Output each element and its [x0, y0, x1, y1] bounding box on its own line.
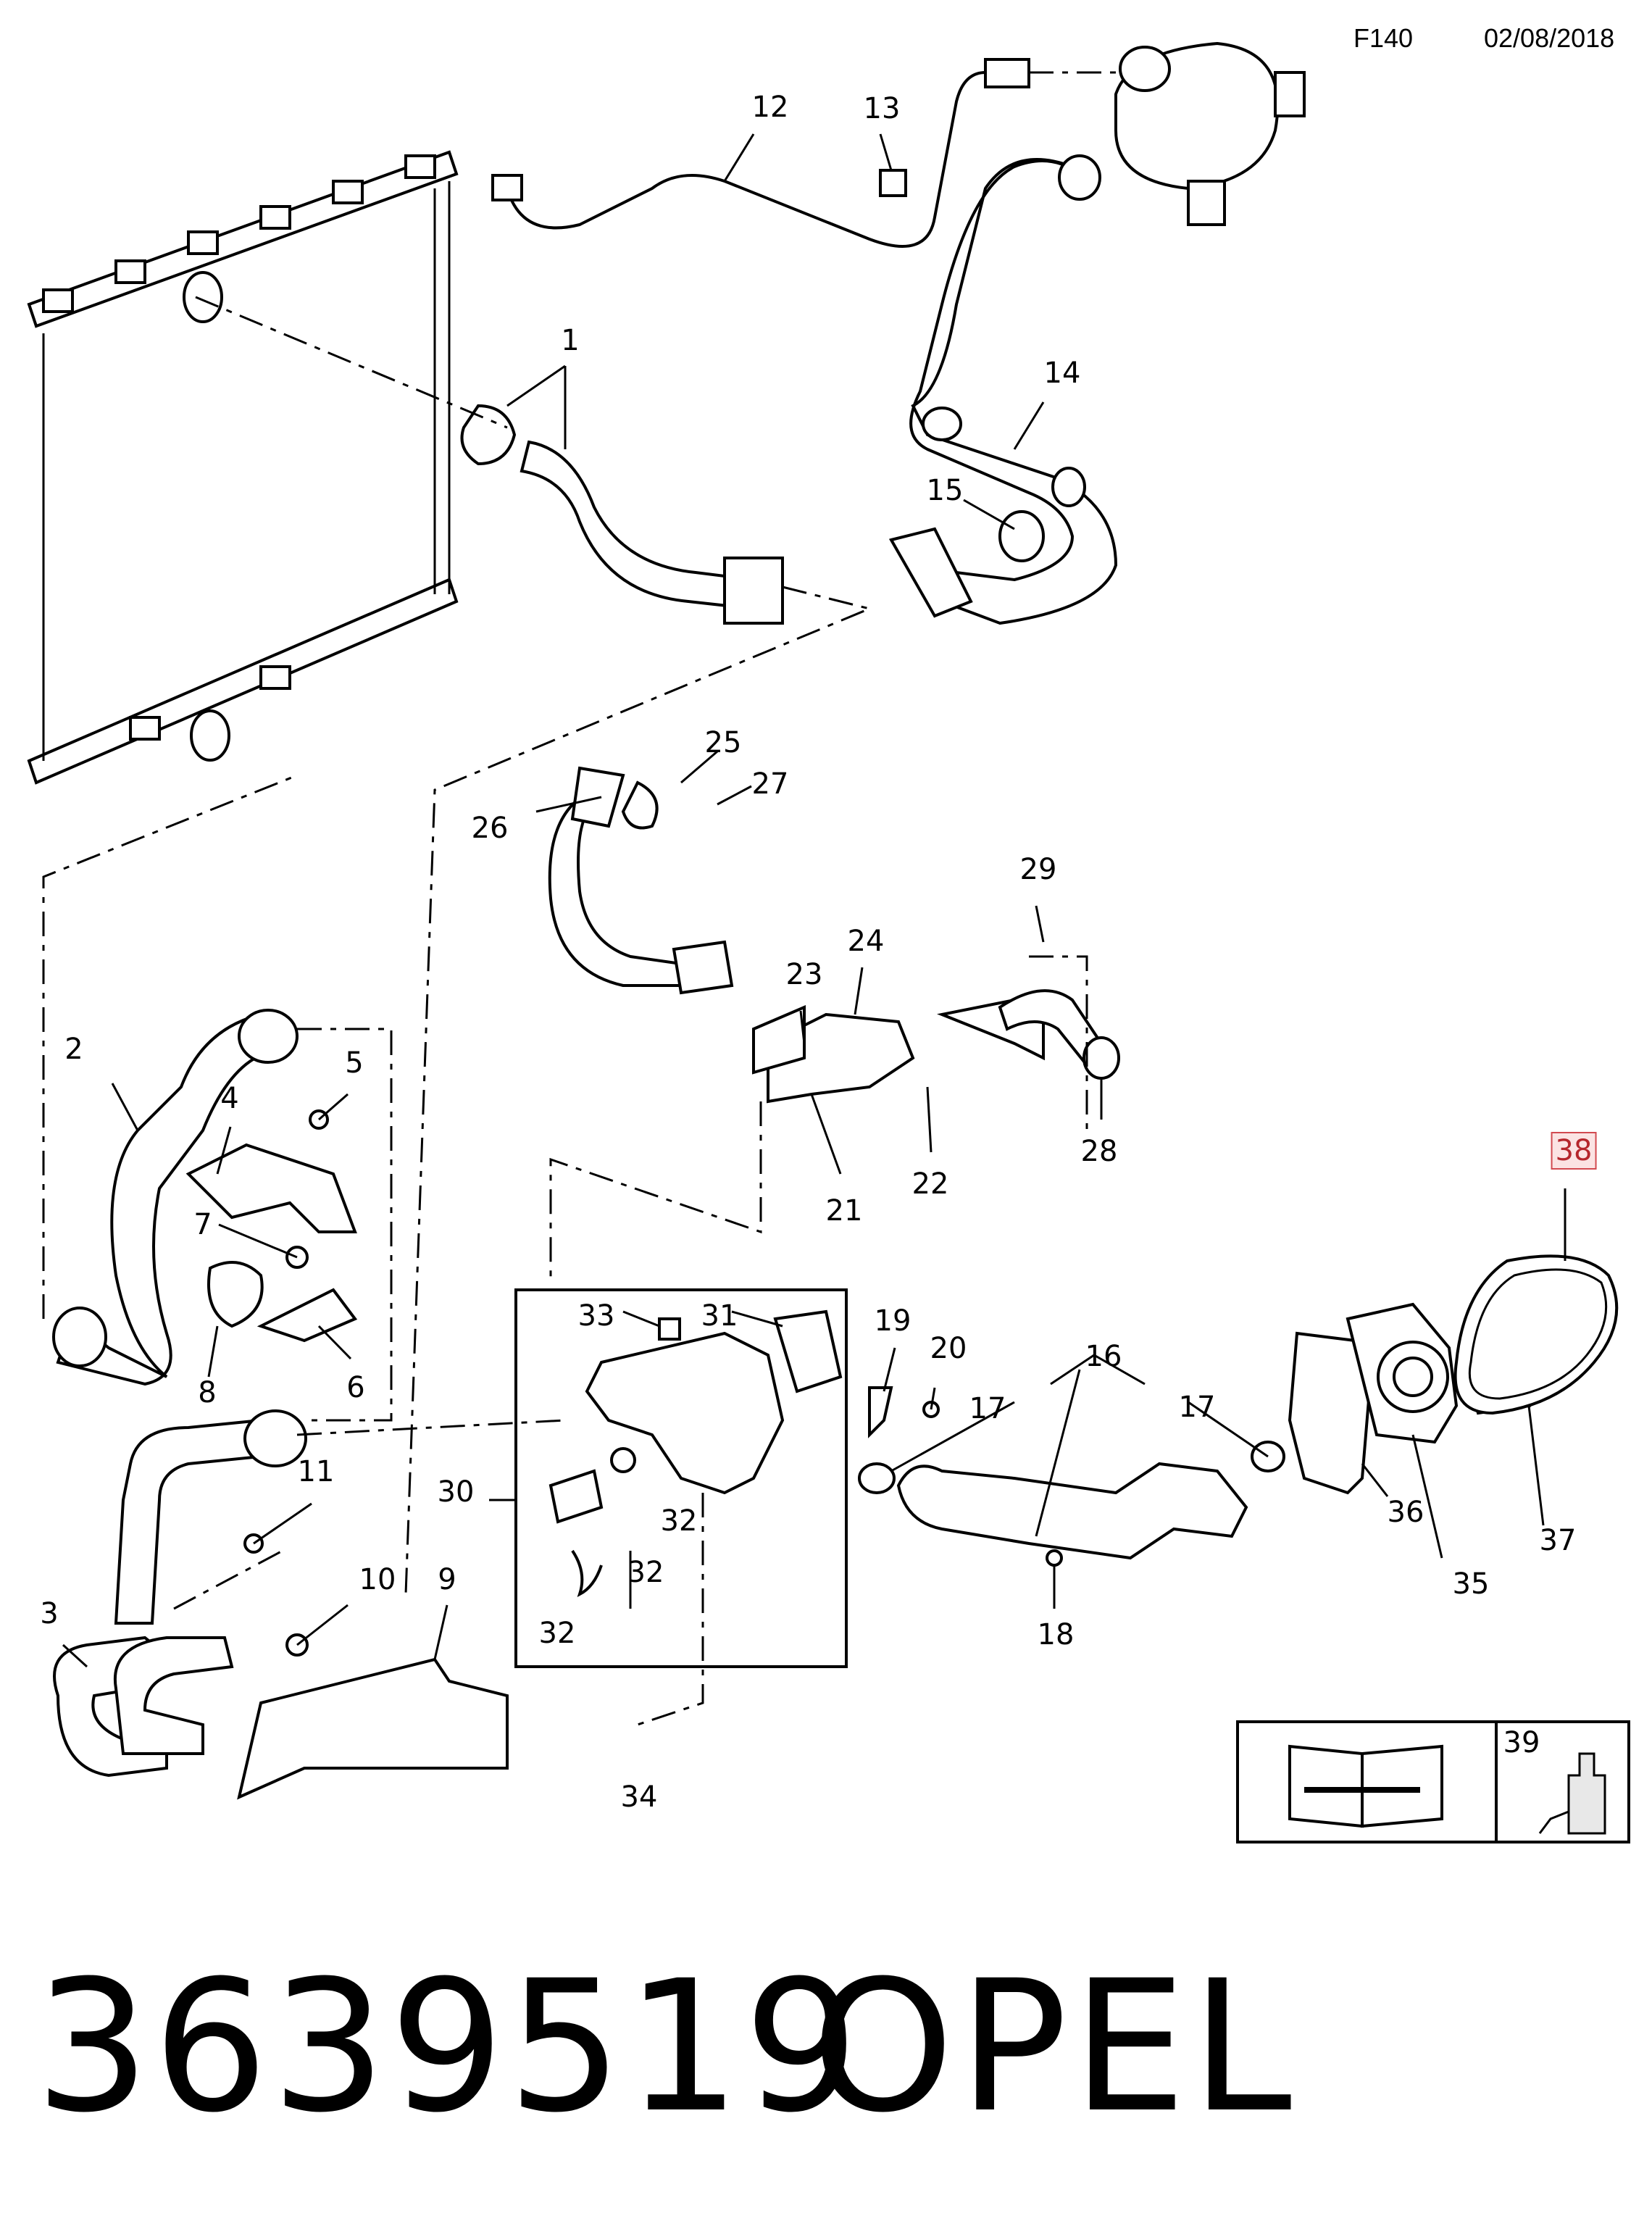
vent-line-clip [491, 174, 523, 201]
figure-code: F140 [1353, 23, 1414, 53]
callout-32-c: 32 [538, 1617, 576, 1650]
callout-24: 24 [847, 925, 885, 958]
thermostat-housing-box [514, 1288, 848, 1668]
callout-18: 18 [1037, 1618, 1075, 1651]
callout-17-right: 17 [1178, 1391, 1216, 1424]
callout-4: 4 [220, 1082, 239, 1115]
drive-belt-38 [1453, 1254, 1619, 1415]
callout-39: 39 [1503, 1726, 1540, 1759]
clip-13 [879, 169, 907, 197]
gasket-31 [773, 1309, 843, 1393]
callout-37: 37 [1539, 1524, 1577, 1557]
thermostat-housing-30 [585, 1331, 785, 1495]
coolant-pipe-16 [896, 1462, 1248, 1560]
callout-23: 23 [785, 958, 823, 991]
sealant-tube-icon [1538, 1752, 1606, 1835]
vehicle-make: OPEL [812, 1941, 1296, 2152]
callout-15: 15 [926, 474, 964, 507]
bracket-9 [237, 1657, 509, 1800]
bracket-4 [185, 1143, 357, 1233]
callout-36: 36 [1387, 1496, 1424, 1529]
vent-line-connector [984, 58, 1030, 88]
legend-box [1236, 1720, 1630, 1843]
callout-20: 20 [930, 1332, 967, 1365]
callout-32-a: 32 [660, 1504, 698, 1538]
callout-32-b: 32 [627, 1556, 664, 1589]
bracket-6 [256, 1288, 358, 1343]
clamp-15 [998, 510, 1045, 562]
callout-25: 25 [704, 726, 742, 759]
callout-11: 11 [297, 1455, 335, 1488]
callout-16: 16 [1085, 1340, 1122, 1373]
manual-wrench-icon [1288, 1744, 1443, 1828]
bolt-18 [1046, 1549, 1063, 1567]
radiator [27, 150, 459, 785]
callout-17-left: 17 [969, 1392, 1006, 1425]
callout-22: 22 [911, 1167, 949, 1201]
radiator-hose-1 [520, 440, 755, 611]
callout-21: 21 [825, 1194, 863, 1228]
callout-9: 9 [438, 1563, 456, 1596]
bypass-hose-assembly [548, 788, 683, 987]
callout-28: 28 [1080, 1135, 1118, 1168]
callout-33: 33 [577, 1299, 615, 1333]
callout-8: 8 [198, 1376, 217, 1409]
coolant-vent-line [506, 71, 986, 248]
callout-26: 26 [471, 812, 509, 845]
callout-31: 31 [701, 1299, 738, 1333]
callout-30: 30 [437, 1475, 475, 1509]
part-number: 3639519 [35, 1941, 862, 2152]
callout-12: 12 [751, 91, 789, 124]
callout-19: 19 [874, 1304, 911, 1338]
clamp-8 [207, 1261, 264, 1328]
callout-2: 2 [64, 1033, 83, 1066]
callout-14: 14 [1043, 357, 1081, 390]
callout-5: 5 [345, 1046, 364, 1080]
callout-7: 7 [193, 1208, 212, 1241]
o-ring-17a [858, 1462, 896, 1494]
callout-35: 35 [1452, 1567, 1490, 1601]
callout-34: 34 [620, 1780, 658, 1814]
clip-19 [868, 1386, 893, 1438]
callout-6: 6 [346, 1371, 365, 1404]
callout-3: 3 [40, 1597, 59, 1630]
callout-13: 13 [863, 92, 901, 125]
diagram-date: 02/08/2018 [1484, 23, 1615, 53]
leader-lines [62, 133, 1567, 1668]
upper-hose-14 [909, 158, 1118, 625]
coolant-reservoir [1114, 41, 1306, 226]
callout-38-highlighted[interactable]: 38 [1551, 1132, 1597, 1170]
callout-1: 1 [561, 324, 580, 357]
callout-27: 27 [751, 767, 789, 801]
sensor-33 [658, 1317, 681, 1341]
heater-hoses-3 [114, 1418, 262, 1625]
callout-29: 29 [1019, 853, 1057, 886]
callout-10: 10 [359, 1563, 396, 1596]
